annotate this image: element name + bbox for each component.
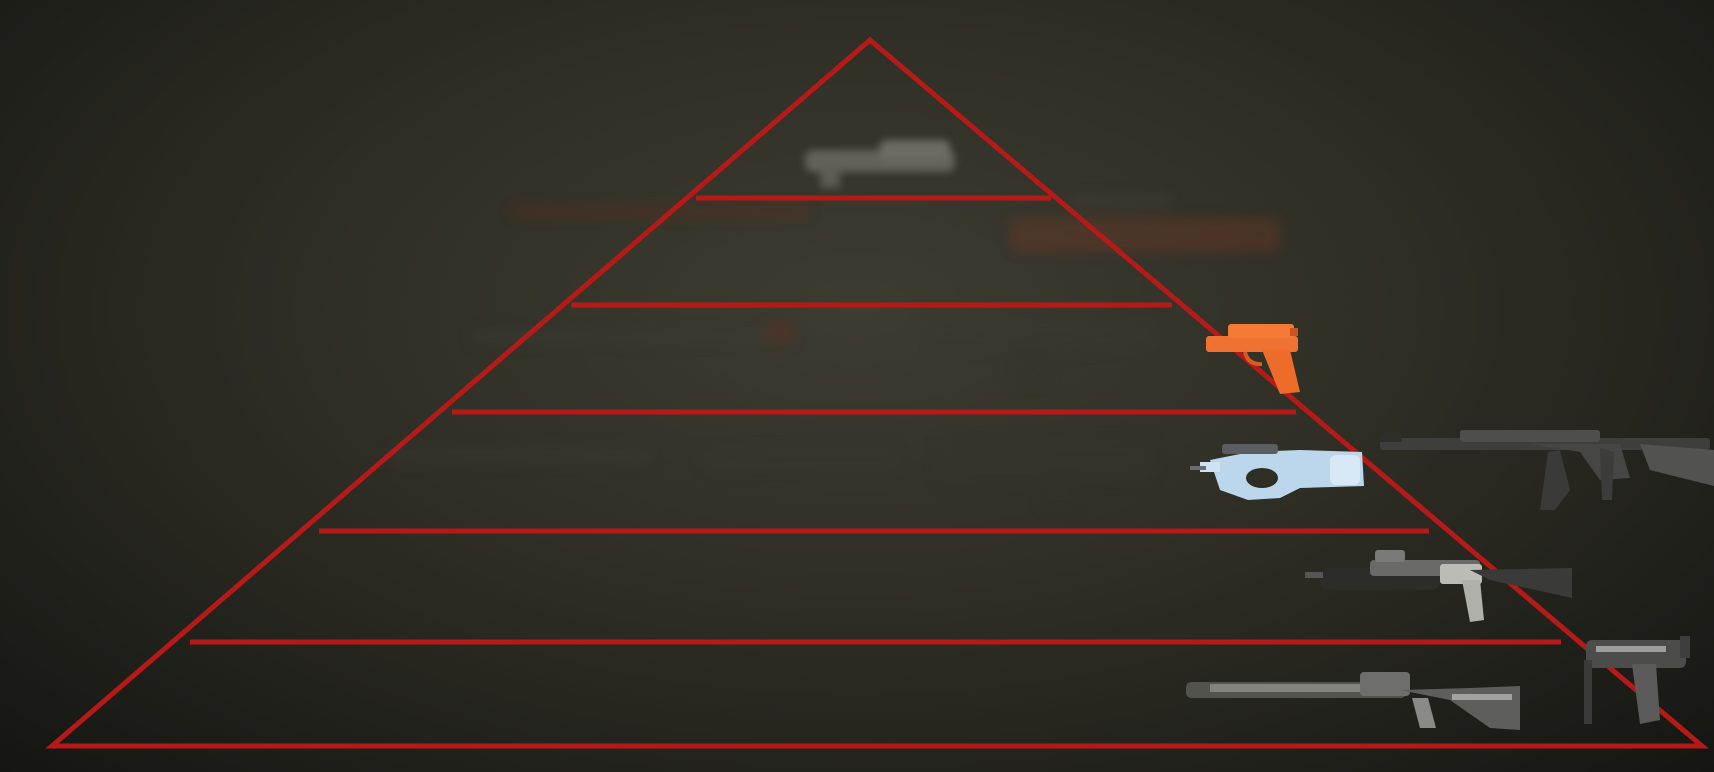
- pistol-icon: [1206, 324, 1300, 394]
- ghost-rifle-tier2: [510, 195, 1280, 252]
- shotgun-icon: [1186, 672, 1520, 730]
- p90-icon: [1190, 444, 1364, 500]
- carbine-icon: [1305, 550, 1572, 622]
- ghost-rifle-tier4: [390, 438, 1155, 510]
- ghost-rifle-tier3: [470, 318, 1160, 385]
- machine-pistol-icon: [1584, 636, 1690, 724]
- ghost-weapons: [390, 195, 1280, 510]
- smg-icon: [805, 140, 955, 188]
- assault-rifle-icon: [1380, 430, 1714, 510]
- tier-dividers: [190, 195, 1561, 645]
